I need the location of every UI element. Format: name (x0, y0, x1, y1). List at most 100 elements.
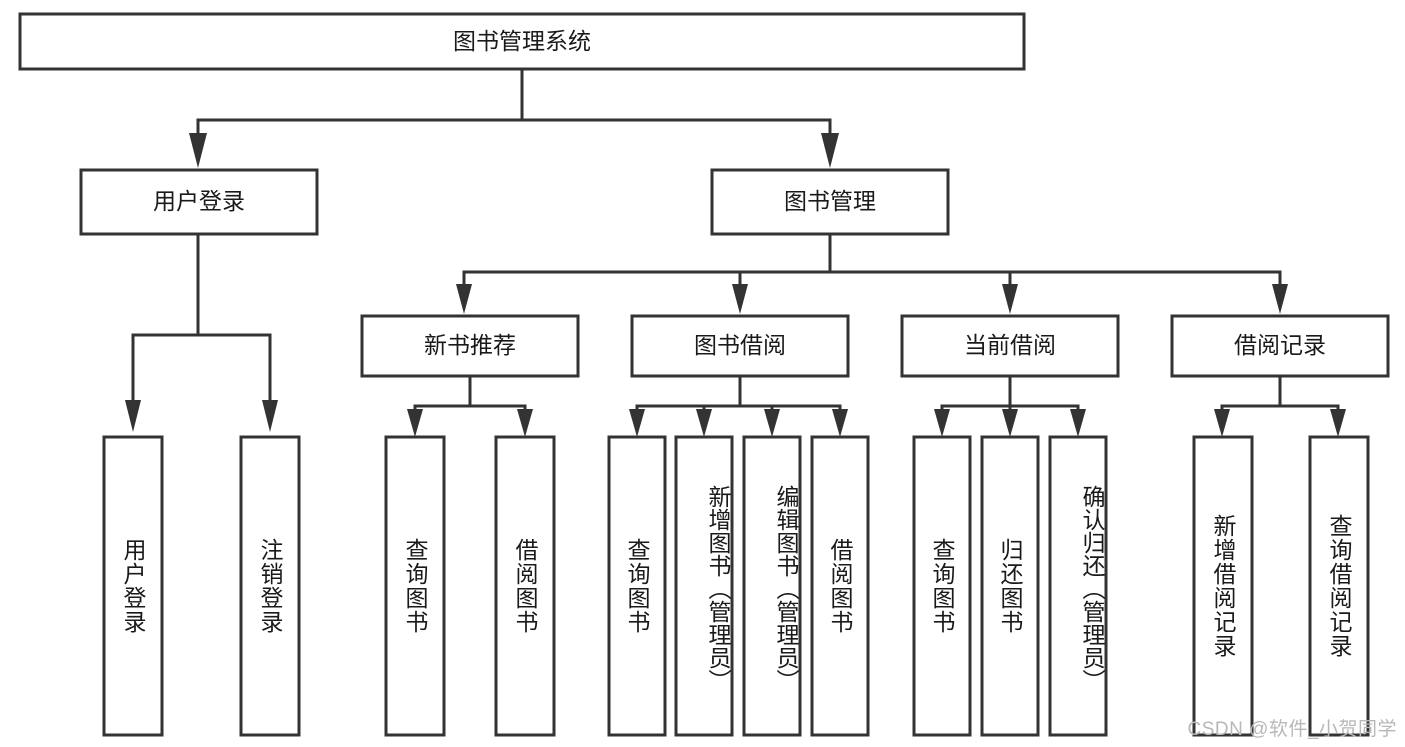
node-leaf-edit-book-label: 编辑图书（管理员） (773, 484, 799, 692)
node-book-manage-box[interactable] (710, 168, 950, 236)
node-leaf-borrow-book-2-label: 借阅图书 (827, 538, 854, 634)
node-leaf-confirm-return-label: 确认归还（管理员） (1079, 484, 1105, 692)
node-leaf-user-login-label: 用户登录 (120, 538, 147, 634)
node-new-book-recommend[interactable]: 新书推荐 (360, 314, 580, 378)
node-leaf-query-book-1-label-wrap: 查询图书 (402, 538, 429, 634)
node-leaf-edit-book-label-wrap: 编辑图书（管理员） (773, 484, 799, 692)
node-leaf-query-record[interactable]: 查询借阅记录 (1308, 435, 1370, 737)
node-leaf-add-book[interactable]: 新增图书（管理员） (674, 435, 734, 737)
node-new-book-recommend-label: 新书推荐 (424, 332, 516, 358)
node-leaf-query-book-2-label-wrap: 查询图书 (624, 538, 651, 634)
node-leaf-borrow-book-1-label-wrap: 借阅图书 (512, 538, 538, 634)
arrow-head-book-borrow (732, 284, 748, 314)
node-leaf-return-book-label-wrap: 归还图书 (997, 538, 1024, 634)
node-leaf-borrow-book-1-box[interactable] (494, 435, 556, 737)
node-leaf-query-record-label: 查询借阅记录 (1326, 514, 1353, 658)
arrow-head-leaf-borrow-book-1 (517, 409, 533, 437)
node-borrow-record[interactable]: 借阅记录 (1170, 314, 1390, 378)
node-current-borrow[interactable]: 当前借阅 (900, 314, 1120, 378)
node-leaf-query-book-3-label-wrap: 查询图书 (929, 538, 956, 634)
node-leaf-query-book-3-label: 查询图书 (929, 538, 956, 634)
node-leaf-query-book-1-box[interactable] (384, 435, 446, 737)
node-leaf-borrow-book-2-label-wrap: 借阅图书 (827, 538, 854, 634)
node-current-borrow-box[interactable] (900, 314, 1120, 378)
node-leaf-user-logout-box[interactable] (239, 435, 301, 737)
arrow-head-leaf-user-login (125, 400, 141, 432)
node-leaf-user-login-label-wrap: 用户登录 (120, 538, 147, 634)
arrow-head-leaf-return-book (1002, 409, 1018, 437)
node-leaf-add-record[interactable]: 新增借阅记录 (1192, 435, 1254, 737)
node-book-manage-label: 图书管理 (784, 188, 876, 214)
node-borrow-record-label: 借阅记录 (1234, 332, 1326, 358)
node-leaf-user-login-box[interactable] (102, 435, 164, 737)
arrow-head-current-borrow (1002, 284, 1018, 314)
node-leaf-confirm-return[interactable]: 确认归还（管理员） (1048, 435, 1108, 737)
node-leaf-add-record-box[interactable] (1192, 435, 1254, 737)
node-leaf-return-book-box[interactable] (980, 435, 1040, 737)
connector-group-borrow-record (1214, 374, 1346, 437)
node-leaf-query-book-2-label: 查询图书 (624, 538, 651, 634)
node-leaf-query-record-box[interactable] (1308, 435, 1370, 737)
arrow-head-leaf-add-book (696, 409, 712, 437)
arrow-head-leaf-add-record (1214, 409, 1230, 437)
node-leaf-add-record-label-wrap: 新增借阅记录 (1210, 514, 1237, 658)
arrow-head-leaf-user-logout (262, 400, 278, 432)
node-user-login-label: 用户登录 (153, 188, 245, 214)
node-leaf-add-book-label: 新增图书（管理员） (705, 484, 731, 692)
node-borrow-record-box[interactable] (1170, 314, 1390, 378)
arrow-head-leaf-borrow-book-2 (832, 409, 848, 437)
node-leaf-query-book-1[interactable]: 查询图书 (384, 435, 446, 737)
node-book-borrow-label: 图书借阅 (694, 332, 786, 358)
node-leaf-user-logout-label-wrap: 注销登录 (257, 538, 284, 634)
node-leaf-user-logout-label: 注销登录 (257, 538, 284, 634)
node-root[interactable]: 图书管理系统 (18, 12, 1026, 71)
arrow-head-leaf-query-book-1 (407, 409, 423, 437)
arrow-head-borrow-record (1272, 284, 1288, 314)
node-leaf-return-book[interactable]: 归还图书 (980, 435, 1040, 737)
arrow-head-leaf-query-book-2 (629, 409, 645, 437)
node-leaf-user-login[interactable]: 用户登录 (102, 435, 164, 737)
node-new-book-recommend-box[interactable] (360, 314, 580, 378)
connector-group-user-login (125, 232, 278, 432)
arrow-head-leaf-confirm-return (1070, 409, 1086, 437)
connector-group-root (189, 67, 839, 168)
node-leaf-user-logout[interactable]: 注销登录 (239, 435, 301, 737)
node-leaf-query-book-3-box[interactable] (912, 435, 972, 737)
node-book-borrow-box[interactable] (630, 314, 850, 378)
node-root-label: 图书管理系统 (453, 28, 591, 54)
node-leaf-borrow-book-1[interactable]: 借阅图书 (494, 435, 556, 737)
node-user-login[interactable]: 用户登录 (79, 168, 319, 236)
arrow-head-new-book-recommend (456, 284, 472, 314)
connector-group-current-borrow (934, 374, 1086, 437)
node-leaf-add-book-box[interactable] (674, 435, 734, 737)
node-leaf-edit-book[interactable]: 编辑图书（管理员） (742, 435, 802, 737)
connector-group-book-manage (456, 232, 1288, 314)
connector-group-new-book-recommend (407, 374, 533, 437)
connector-group-book-borrow (629, 374, 848, 437)
node-leaf-borrow-book-2[interactable]: 借阅图书 (810, 435, 870, 737)
arrow-head-user-login (189, 133, 207, 168)
node-book-manage[interactable]: 图书管理 (710, 168, 950, 236)
node-leaf-borrow-book-2-box[interactable] (810, 435, 870, 737)
node-leaf-query-book-3[interactable]: 查询图书 (912, 435, 972, 737)
node-current-borrow-label: 当前借阅 (964, 332, 1056, 358)
node-leaf-query-book-1-label: 查询图书 (402, 538, 429, 634)
node-leaf-query-record-label-wrap: 查询借阅记录 (1326, 514, 1353, 658)
arrow-head-leaf-query-book-3 (934, 409, 950, 437)
node-user-login-box[interactable] (79, 168, 319, 236)
node-leaf-confirm-return-label-wrap: 确认归还（管理员） (1079, 484, 1105, 692)
csdn-watermark: CSDN @软件_小贺同学 (1187, 719, 1397, 740)
node-leaf-add-record-label: 新增借阅记录 (1210, 514, 1237, 658)
arrow-head-leaf-query-record (1330, 409, 1346, 437)
arrow-head-book-manage (821, 133, 839, 168)
node-root-box[interactable] (18, 12, 1026, 71)
node-leaf-confirm-return-box[interactable] (1048, 435, 1108, 737)
node-leaf-query-book-2-box[interactable] (607, 435, 667, 737)
node-leaf-edit-book-box[interactable] (742, 435, 802, 737)
node-book-borrow[interactable]: 图书借阅 (630, 314, 850, 378)
arrow-head-leaf-edit-book (764, 409, 780, 437)
node-leaf-query-book-2[interactable]: 查询图书 (607, 435, 667, 737)
node-leaf-return-book-label: 归还图书 (997, 538, 1024, 634)
